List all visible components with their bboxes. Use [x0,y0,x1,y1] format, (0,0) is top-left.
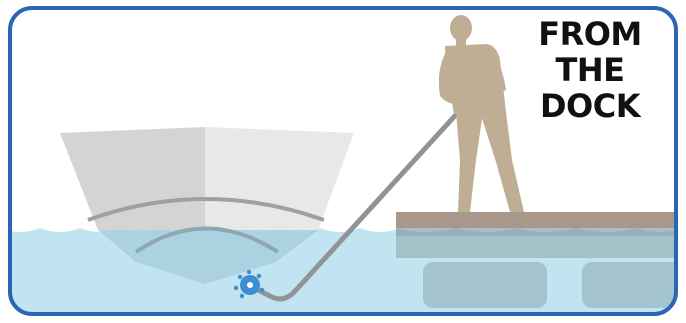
dock-float-right [582,262,686,308]
caption-line-2: THE [526,52,654,88]
dock-float-left [423,262,547,308]
caption-heading: FROM THE DOCK [526,16,654,124]
caption-line-3: DOCK [526,88,654,124]
caption-line-1: FROM [526,16,654,52]
